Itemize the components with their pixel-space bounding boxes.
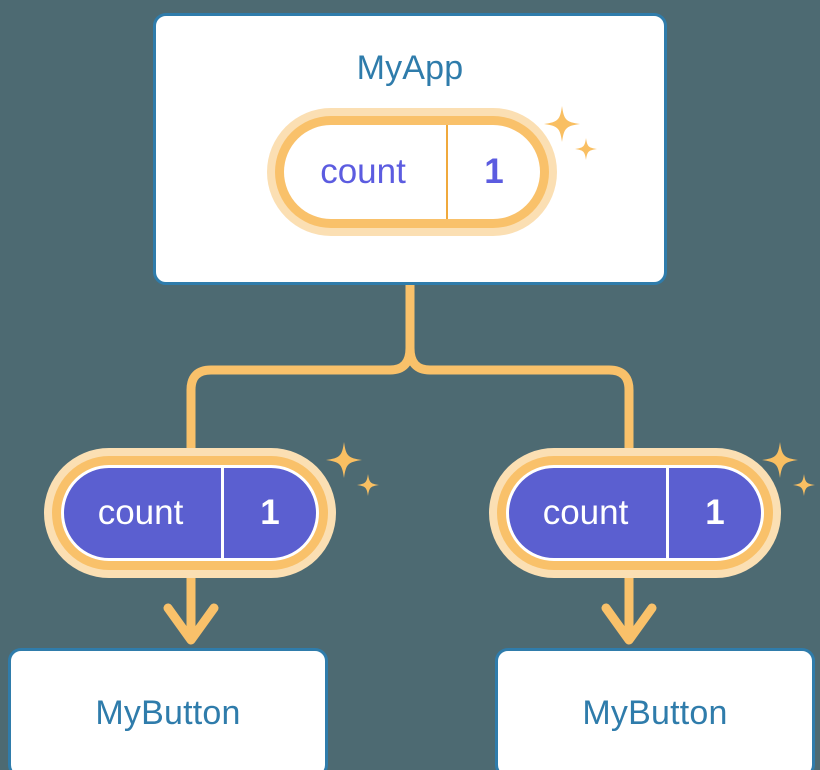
- state-pill-halo: count 1: [489, 448, 781, 578]
- state-pill-ring: count 1: [497, 456, 773, 570]
- state-key-label: count: [320, 152, 406, 191]
- state-value-label: 1: [221, 468, 316, 558]
- state-pill-ring: count 1: [275, 116, 549, 228]
- connector-branch-left: [186, 347, 415, 452]
- state-key-label: count: [97, 493, 184, 532]
- state-pill-face: count 1: [61, 465, 319, 561]
- state-pill-face: count 1: [506, 465, 764, 561]
- arrow-head-left: [163, 603, 219, 645]
- component-title-mybutton-left: MyButton: [95, 694, 241, 732]
- state-pill-myapp[interactable]: count 1: [267, 108, 557, 236]
- component-title-myapp: MyApp: [356, 49, 464, 87]
- state-pill-halo: count 1: [267, 108, 557, 236]
- state-value-label: 1: [666, 468, 761, 558]
- component-title-mybutton-right: MyButton: [582, 694, 728, 732]
- component-card-mybutton-left[interactable]: MyButton: [8, 648, 328, 770]
- connector-branch-right: [405, 347, 634, 452]
- arrow-head-right: [601, 603, 657, 645]
- state-key-label: count: [542, 493, 629, 532]
- component-card-mybutton-right[interactable]: MyButton: [495, 648, 815, 770]
- state-pill-ring: count 1: [52, 456, 328, 570]
- state-value-label: 1: [446, 125, 540, 219]
- state-pill-face: count 1: [284, 125, 540, 219]
- sparkle-small-icon: [793, 474, 815, 496]
- state-pill-child-left[interactable]: count 1: [44, 448, 336, 578]
- sparkle-small-icon: [357, 474, 379, 496]
- state-pill-halo: count 1: [44, 448, 336, 578]
- state-pill-child-right[interactable]: count 1: [489, 448, 781, 578]
